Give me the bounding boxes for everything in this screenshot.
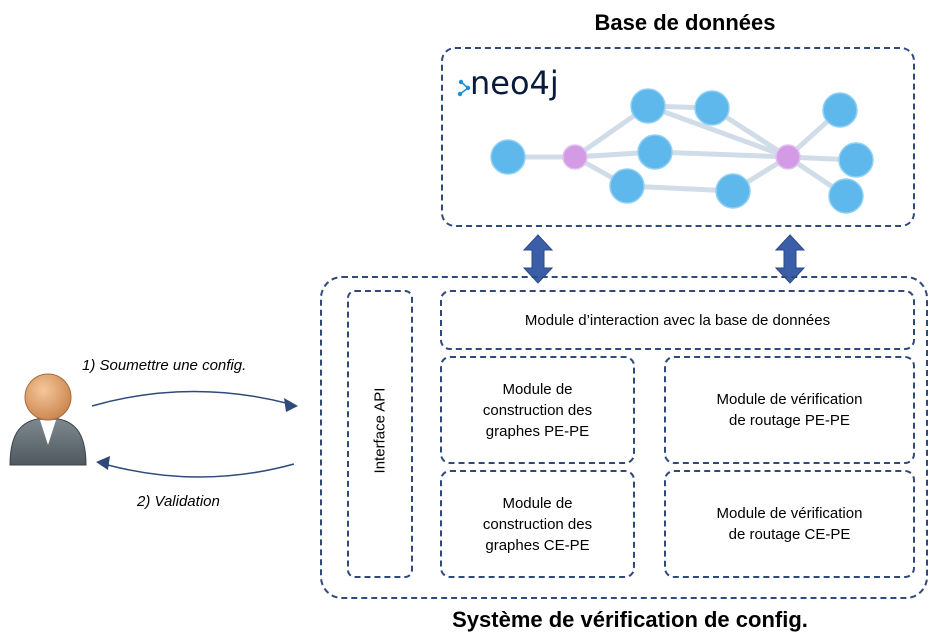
module-graph-ce-pe: Module de construction des graphes CE-PE [440,470,635,578]
submit-arrow [91,390,291,407]
module-line: Module de vérification [716,505,863,522]
validation-arrow [103,463,295,478]
module-line: construction des [482,401,593,419]
graph-node [838,142,874,178]
module-graph-pe-pe: Module de construction des graphes PE-PE [440,356,635,464]
graph-node [630,88,666,124]
graph-node-hub [562,144,588,170]
double-arrow-right [774,234,806,284]
graph-node [490,139,526,175]
submit-arrowhead [284,398,298,412]
graph-node [637,134,673,170]
interaction-module-label: Module d’interaction avec la base de don… [524,311,831,329]
api-box [347,290,413,578]
module-line: Module de [502,494,573,512]
module-routing-pe-pe: Module de vérification de routage PE-PE [664,356,915,464]
module-line: Module de vérification [716,391,863,408]
submit-label: 1) Soumettre une config. [82,357,247,374]
graph-node [828,178,864,214]
database-box [441,47,915,227]
validation-arrowhead [96,456,110,470]
module-routing-ce-pe: Module de vérification de routage CE-PE [664,470,915,578]
graph-node [715,173,751,209]
graph-node [694,90,730,126]
module-line: graphes PE-PE [485,422,590,440]
module-line: de routage PE-PE [729,412,850,429]
neo4j-logo-text: neo4j [470,64,559,102]
validation-label: 2) Validation [137,493,220,510]
module-line: construction des [482,515,593,533]
double-arrow-left [522,234,554,284]
module-line: Module de [502,380,573,398]
module-line: de routage CE-PE [728,526,851,543]
database-title: Base de données [594,10,776,35]
graph-node-hub [775,144,801,170]
system-box [320,276,928,599]
graph-node [609,168,645,204]
interaction-module: Module d’interaction avec la base de don… [440,290,915,350]
graph-node [822,92,858,128]
system-title: Système de vérification de config. [452,607,808,632]
module-line: graphes CE-PE [485,536,590,554]
